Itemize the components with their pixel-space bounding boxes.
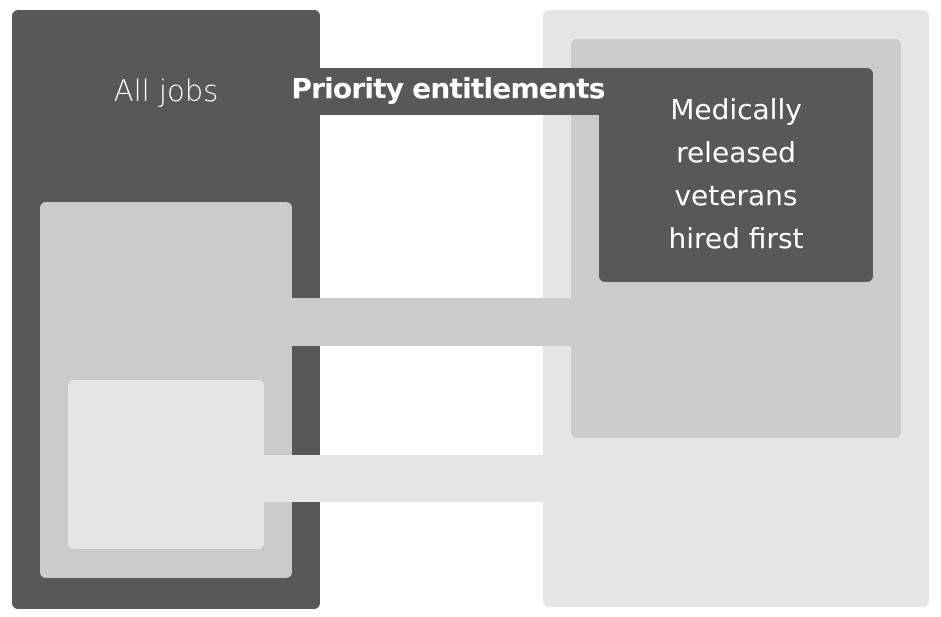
all-jobs-label: All jobs	[113, 74, 219, 108]
medically-released-box	[599, 68, 873, 282]
text-line: hired first	[668, 222, 804, 255]
text-line: released	[676, 136, 796, 169]
middle-connector	[292, 298, 571, 346]
left-inner-panel	[68, 380, 264, 549]
medically-released-text: Medically released veterans hired first	[599, 88, 873, 260]
light-connector	[264, 455, 543, 502]
priority-entitlements-bar	[318, 68, 608, 115]
priority-entitlements-label: Priority entitlements	[291, 72, 605, 105]
text-line: veterans	[674, 179, 798, 212]
text-line: Medically	[670, 93, 802, 126]
